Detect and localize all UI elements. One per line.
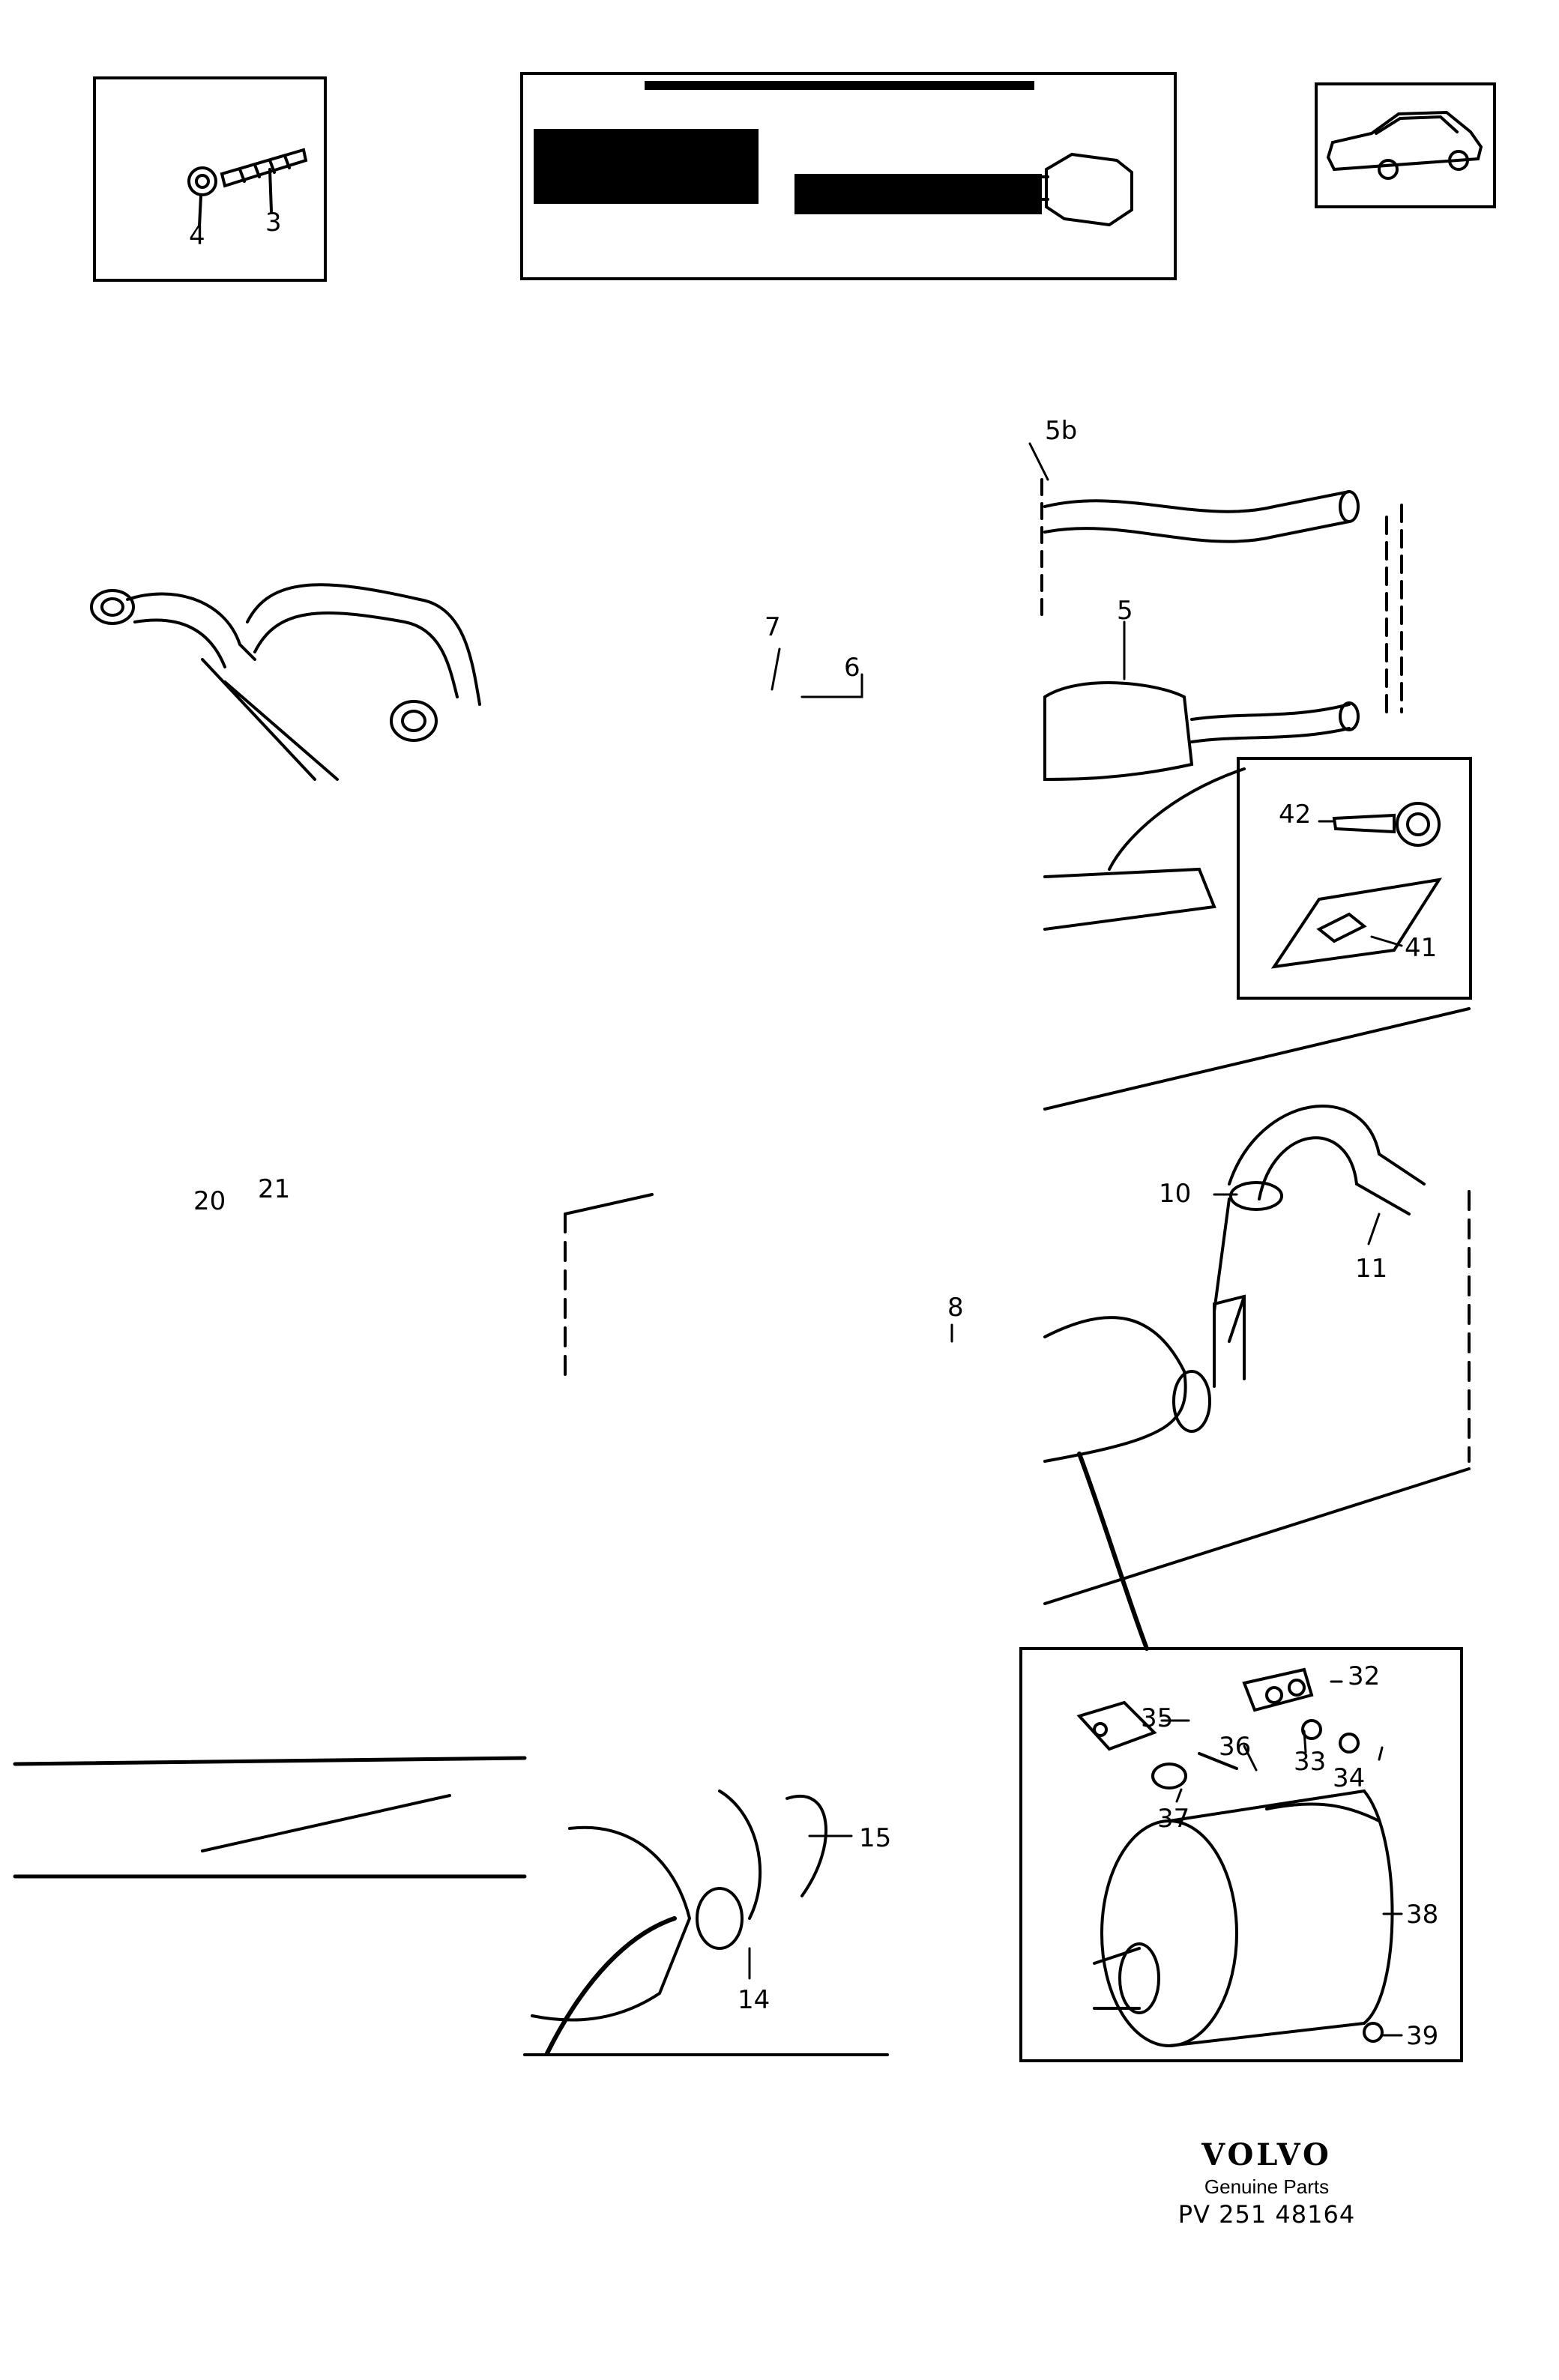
- callout-36: 36: [1219, 1732, 1251, 1762]
- rear-pipe-part: [1213, 1105, 1426, 1343]
- callout-3: 3: [265, 208, 282, 238]
- bolt-36-part: [1198, 1752, 1238, 1770]
- leader-lines: [748, 442, 1403, 2037]
- bracket-32-part: [1242, 1667, 1314, 1712]
- clamp-14-part: [696, 1887, 744, 1950]
- callout-5b: 5b: [1045, 416, 1077, 446]
- volvo-logo: VOLVO: [1201, 2137, 1332, 2172]
- pipe-5b-part: [1043, 490, 1360, 543]
- inset-bolt-nut: [93, 76, 327, 282]
- callout-34: 34: [1333, 1763, 1365, 1793]
- callout-5: 5: [1117, 596, 1133, 626]
- callout-6: 6: [844, 653, 860, 683]
- callout-20: 20: [193, 1186, 226, 1216]
- screw-42-part: [1332, 802, 1441, 847]
- callout-41: 41: [1405, 933, 1437, 963]
- front-pipe-part: [90, 583, 481, 781]
- catalytic-converter-part: [1043, 681, 1360, 782]
- rear-muffler-part: [1093, 1789, 1394, 2047]
- nut-33-part: [1301, 1719, 1322, 1740]
- nut-part: [187, 166, 217, 196]
- callout-35: 35: [1141, 1703, 1173, 1733]
- inset-rear-muffler: [1019, 1647, 1463, 2062]
- brand-block: VOLVO Genuine Parts PV 251 48164: [1124, 2137, 1409, 2229]
- car-icon: [1326, 110, 1483, 180]
- inset-bracket: [1237, 757, 1472, 1000]
- callout-21: 21: [258, 1174, 290, 1204]
- callout-7: 7: [765, 612, 781, 642]
- callout-37: 37: [1157, 1804, 1189, 1834]
- nut-34-part: [1339, 1733, 1360, 1754]
- clip-41-part: [1270, 878, 1443, 969]
- screw-39-part: [1363, 2022, 1384, 2043]
- callout-4: 4: [189, 221, 205, 251]
- callout-38: 38: [1406, 1900, 1438, 1930]
- part-number: PV 251 48164: [1177, 2200, 1356, 2229]
- bolt-part: [220, 148, 308, 188]
- callout-32: 32: [1348, 1661, 1380, 1691]
- callout-42: 42: [1279, 800, 1311, 830]
- callout-39: 39: [1406, 2021, 1438, 2051]
- header-graphic: [534, 81, 1042, 214]
- middle-silencer-part: [564, 1193, 1246, 1463]
- washer-37-part: [1151, 1763, 1187, 1789]
- clamp-10-part: [1229, 1181, 1283, 1211]
- oxygen-sensor-part: [1033, 152, 1133, 227]
- inset-car: [1315, 82, 1496, 208]
- callout-11: 11: [1355, 1254, 1387, 1284]
- brand-subtitle: Genuine Parts: [1204, 2175, 1330, 2198]
- tail-pipe-part: [523, 1789, 889, 2056]
- callout-15: 15: [859, 1823, 891, 1853]
- callout-10: 10: [1159, 1179, 1191, 1209]
- callout-33: 33: [1294, 1747, 1326, 1777]
- callout-8: 8: [947, 1293, 964, 1323]
- callout-14: 14: [738, 1985, 770, 2015]
- inset-sensor: [520, 72, 1177, 280]
- bracket-35-part: [1076, 1700, 1157, 1751]
